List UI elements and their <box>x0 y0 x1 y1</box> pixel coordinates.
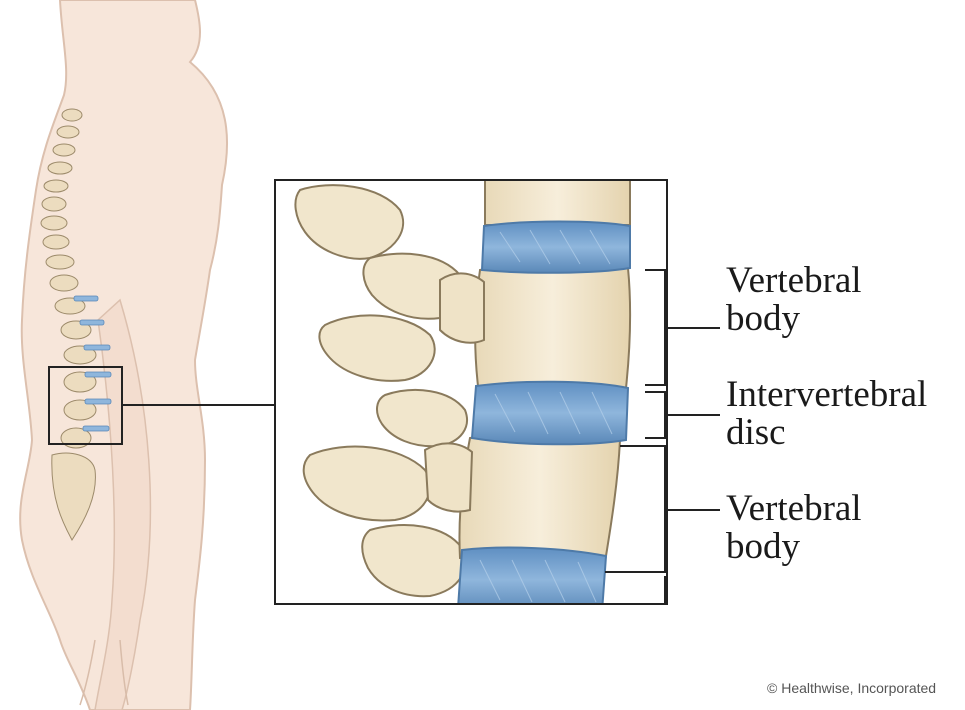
label-line: body <box>726 300 862 338</box>
label-intervertebral-disc: Intervertebral disc <box>726 376 927 452</box>
label-line: Vertebral <box>726 490 862 528</box>
torso-illustration <box>20 0 227 710</box>
label-line: Intervertebral <box>726 376 927 414</box>
zoomed-spine-detail <box>275 175 667 612</box>
label-line: Vertebral <box>726 262 862 300</box>
label-line: body <box>726 528 862 566</box>
label-line: disc <box>726 414 927 452</box>
copyright-credit: © Healthwise, Incorporated <box>767 680 965 696</box>
label-vertebral-body-top: Vertebral body <box>726 262 862 338</box>
label-vertebral-body-bottom: Vertebral body <box>726 490 862 566</box>
